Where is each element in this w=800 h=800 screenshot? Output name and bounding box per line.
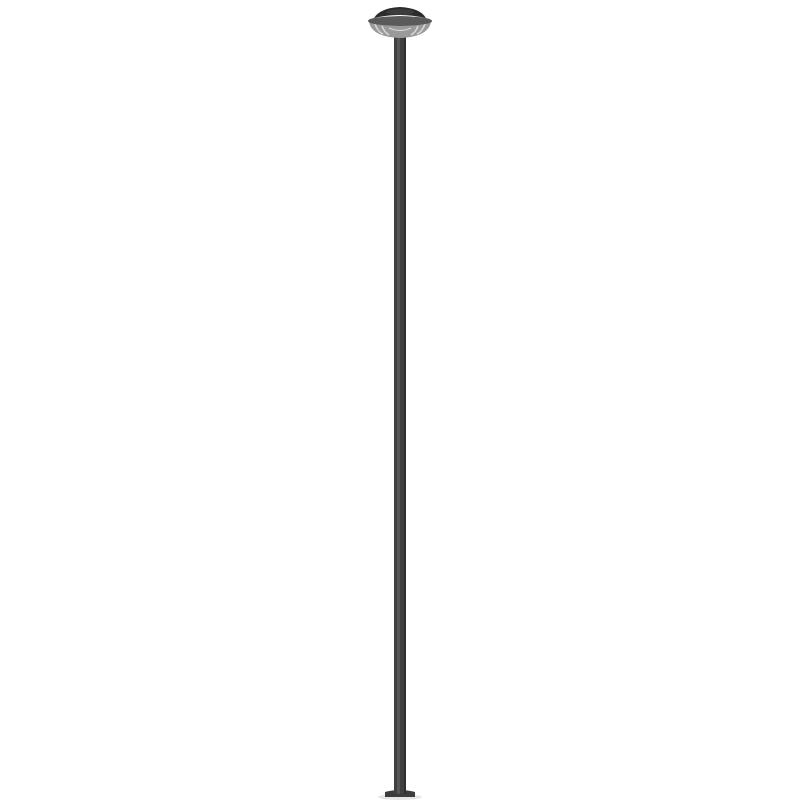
lamp-head: [368, 7, 432, 38]
pole-highlight: [397, 32, 400, 794]
solar-panel-gloss: [386, 9, 414, 15]
pole-shadow: [404, 32, 406, 794]
pole: [394, 32, 406, 794]
lamp-louvers: [374, 23, 426, 36]
lamp-rim: [368, 16, 432, 26]
street-light: [368, 7, 432, 800]
